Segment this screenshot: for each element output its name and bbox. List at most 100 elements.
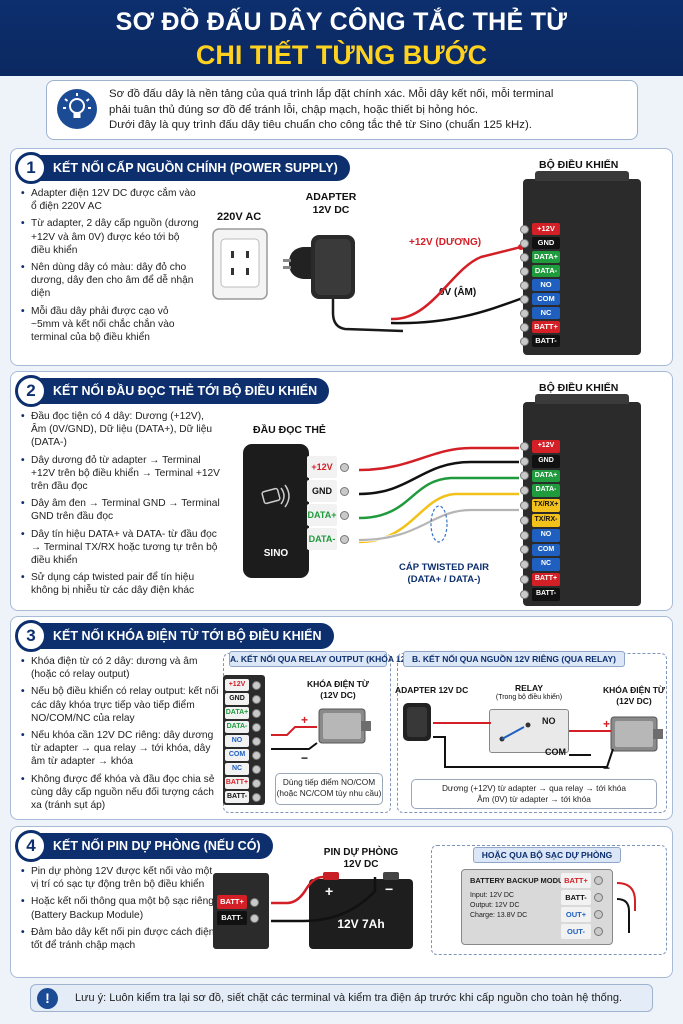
controller-label: BỘ ĐIỀU KHIỂN: [539, 382, 619, 394]
page-subtitle: CHI TIẾT TỪNG BƯỚC: [195, 40, 488, 70]
terminal-screw-icon: [340, 534, 349, 544]
section-4-header: 4 KẾT NỐI PIN DỰ PHÒNG (NẾU CÓ): [15, 830, 273, 862]
terminal-batt-: BATT+: [225, 777, 263, 789]
caption-line: Dùng tiếp điểm NO/COM: [282, 777, 376, 787]
terminal-tx-rx-: TX/RX+: [520, 499, 562, 512]
terminal-label: DATA+: [532, 469, 560, 483]
section-4-number: 4: [15, 830, 47, 862]
terminal-label: OUT+: [561, 907, 591, 922]
terminal-data-: DATA-: [520, 265, 562, 277]
panel-a-caption: Dùng tiếp điểm NO/COM (hoặc NC/COM tùy n…: [275, 773, 383, 805]
power-adapter-icon: [283, 235, 404, 333]
battery-minus: −: [385, 881, 394, 897]
terminal-label: TX/RX-: [532, 514, 560, 527]
terminal-label: NC: [532, 558, 560, 572]
list-item: Đầu đọc tiện có 4 dây: Dương (+12V), Âm …: [21, 410, 221, 450]
terminal-label: BATT+: [532, 321, 560, 333]
list-item: Đảm bảo dây kết nối pin được cách điện t…: [21, 926, 217, 952]
relay-label: RELAY (Trong bộ điều khiển): [489, 683, 569, 703]
terminal-screw-icon: [520, 322, 529, 332]
terminal-screw-icon: [520, 224, 529, 234]
terminal-label: BATT+: [532, 573, 560, 586]
list-item: Không được để khóa và đầu đọc chia sẻ cù…: [21, 773, 219, 813]
terminal-label: NO: [225, 735, 249, 747]
terminal-screw-icon: [340, 510, 349, 520]
terminal-screw-icon: [520, 515, 529, 525]
panel-a-wires: [271, 726, 318, 750]
terminal-data-: DATA+: [520, 251, 562, 263]
reader-brand: SINO: [263, 548, 289, 559]
terminal-screw-icon: [520, 560, 529, 570]
list-item: Từ adapter, 2 dây cấp nguồn (dương +12V …: [21, 217, 199, 257]
list-item: Mỗi đầu dây phải được cạo vỏ ~5mm và kết…: [21, 305, 199, 345]
relay-com-label: COM: [545, 747, 566, 757]
module-charge: Charge: 13.8V DC: [470, 912, 528, 919]
terminal-screw-icon: [252, 736, 261, 746]
terminal-screw-icon: [594, 910, 603, 919]
panel-a-minus: −: [301, 751, 309, 765]
terminal-screw-icon: [250, 897, 259, 907]
section-power-supply: 1 KẾT NỐI CẤP NGUỒN CHÍNH (POWER SUPPLY)…: [10, 148, 673, 366]
card-reader: SINO: [243, 444, 309, 578]
terminal-label: DATA+: [532, 251, 560, 263]
terminal-out-: OUT+: [561, 907, 605, 922]
intro-box: Sơ đồ đấu dây là nền tảng của quá trình …: [46, 80, 638, 140]
intro-line: Dưới đây là quy trình đấu dây tiêu chuẩn…: [109, 119, 532, 131]
caption-line: Âm (0V) từ adapter → tới khóa: [477, 793, 591, 804]
terminal-label: COM: [532, 293, 560, 305]
terminal-label: NC: [225, 763, 249, 775]
terminal-screw-icon: [520, 501, 529, 511]
terminal-batt-: BATT+: [520, 573, 562, 586]
terminal--12v: +12V: [520, 440, 562, 453]
panel-b-wires: [433, 722, 614, 768]
terminal-screw-icon: [520, 545, 529, 555]
list-item: Hoặc kết nối thông qua một bộ sạc riêng …: [21, 895, 217, 921]
section-1-bullets: Adapter điện 12V DC được cắm vào ổ điện …: [21, 187, 199, 348]
terminal-label: DATA-: [225, 721, 249, 733]
panel-a-lock-label: KHÓA ĐIỆN TỪ (12V DC): [301, 679, 375, 701]
terminal-screw-icon: [594, 876, 603, 885]
list-item: Nên dùng dây có màu: dây đỏ cho dương, d…: [21, 261, 199, 301]
section-1-number: 1: [15, 152, 47, 184]
terminal-screw-icon: [520, 471, 529, 481]
contactless-icon: [261, 484, 290, 508]
battery-label: PIN DỰ PHÒNG 12V DC: [311, 847, 411, 871]
twisted-pair-label: CÁP TWISTED PAIR (DATA+ / DATA-): [389, 562, 499, 586]
panel-b-title: B. KẾT NỐI QUA NGUỒN 12V RIÊNG (QUA RELA…: [403, 651, 625, 667]
page-header: SƠ ĐỒ ĐẤU DÂY CÔNG TẮC THẺ TỪ CHI TIẾT T…: [0, 0, 683, 76]
section-1-header: 1 KẾT NỐI CẤP NGUỒN CHÍNH (POWER SUPPLY): [15, 152, 350, 184]
terminal-no: NO: [225, 735, 263, 747]
terminal-label: DATA-: [532, 265, 560, 277]
terminal-screw-icon: [252, 764, 261, 774]
terminal-label: GND: [225, 693, 249, 705]
terminal-label: BATT-: [217, 911, 247, 925]
intro-line: Sơ đồ đấu dây là nền tảng của quá trình …: [109, 88, 554, 100]
page-title: SƠ ĐỒ ĐẤU DÂY CÔNG TẮC THẺ TỪ: [115, 8, 568, 36]
terminal-com: COM: [225, 749, 263, 761]
module-title: BATTERY BACKUP MODULE: [470, 876, 574, 885]
module-output: Output: 12V DC: [470, 902, 520, 909]
terminal-screw-icon: [594, 893, 603, 902]
battery-text: 12V 7Ah: [337, 917, 385, 931]
terminal-screw-icon: [252, 792, 261, 802]
relay-label-line: RELAY: [514, 683, 544, 693]
terminal-no: NO: [520, 279, 562, 291]
terminal-screw-icon: [520, 575, 529, 585]
terminal-com: COM: [520, 543, 562, 557]
socket-label: 220V AC: [217, 211, 262, 223]
section-3-bullets: Khóa điện từ có 2 dây: dương và âm (hoặc…: [21, 655, 219, 816]
section-2-header: 2 KẾT NỐI ĐẦU ĐỌC THẺ TỚI BỘ ĐIỀU KHIỂN: [15, 375, 330, 407]
terminal-data-: DATA-: [225, 721, 263, 733]
terminal-label: BATT-: [225, 791, 249, 803]
module-input: Input: 12V DC: [470, 892, 514, 899]
terminal-label: NC: [532, 307, 560, 319]
list-item: Nếu bộ điều khiển có relay output: kết n…: [21, 685, 219, 725]
section-3-number: 3: [15, 620, 47, 652]
battery-plus: +: [325, 883, 334, 899]
terminal-screw-icon: [520, 486, 529, 496]
caption-line: (hoặc NC/COM tùy nhu cầu): [276, 787, 382, 798]
terminal-screw-icon: [594, 927, 603, 936]
terminal-screw-icon: [340, 486, 349, 496]
terminal-label: DATA-: [307, 528, 337, 550]
terminal-label: BATT-: [532, 335, 560, 347]
